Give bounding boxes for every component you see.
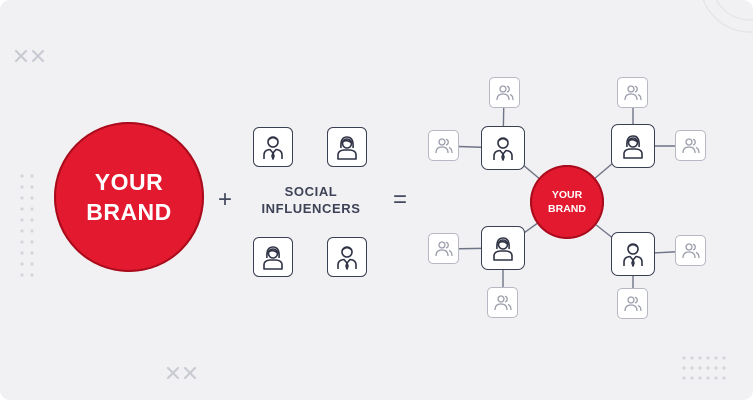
network-influencer-bottom-right xyxy=(611,232,655,276)
followers-group-icon xyxy=(434,137,453,153)
followers-group-icon xyxy=(623,295,642,311)
network-influencer-top-right xyxy=(611,124,655,168)
decorative-x-marks-top-left xyxy=(14,49,45,63)
your-brand-circle: YOUR BRAND xyxy=(54,122,204,272)
influencer-box-female xyxy=(327,127,367,167)
your-brand-label: YOUR BRAND xyxy=(86,169,172,225)
follower-box xyxy=(428,233,459,264)
your-brand-hub-label: YOUR BRAND xyxy=(548,189,586,215)
social-influencers-label: SOCIAL INFLUENCERS xyxy=(255,183,367,217)
followers-group-icon xyxy=(681,242,700,258)
network-influencer-top-left xyxy=(481,126,525,170)
male-influencer-icon xyxy=(493,137,513,161)
influencer-box-male-2 xyxy=(327,237,367,277)
follower-box xyxy=(675,235,706,266)
followers-group-icon xyxy=(623,84,642,100)
social-influencers-line1: SOCIAL xyxy=(284,184,338,199)
equals-sign: = xyxy=(393,186,408,213)
influencer-box-female-2 xyxy=(253,237,293,277)
female-influencer-icon xyxy=(623,135,643,159)
followers-group-icon xyxy=(434,240,453,256)
influencer-box-male xyxy=(253,127,293,167)
decorative-circle-arcs-top-right xyxy=(702,0,753,33)
decorative-x-marks-bottom xyxy=(166,366,197,380)
follower-box xyxy=(487,287,518,318)
network-influencer-bottom-left xyxy=(481,226,525,270)
followers-group-icon xyxy=(681,137,700,153)
follower-box xyxy=(489,77,520,108)
followers-group-icon xyxy=(495,84,514,100)
female-influencer-icon xyxy=(263,246,283,270)
plus-sign: + xyxy=(218,186,233,213)
follower-box xyxy=(428,130,459,161)
decorative-dot-grid-left xyxy=(20,174,34,277)
follower-box xyxy=(675,130,706,161)
social-influencers-line2: INFLUENCERS xyxy=(261,201,361,216)
followers-group-icon xyxy=(493,294,512,310)
female-influencer-icon xyxy=(337,136,357,160)
male-influencer-icon xyxy=(337,246,357,270)
follower-box xyxy=(617,288,648,319)
female-influencer-icon xyxy=(493,237,513,261)
male-influencer-icon xyxy=(623,243,643,267)
decorative-dot-grid-bottom-right xyxy=(682,356,726,380)
your-brand-hub-circle: YOUR BRAND xyxy=(530,165,604,239)
male-influencer-icon xyxy=(263,136,283,160)
follower-box xyxy=(617,77,648,108)
